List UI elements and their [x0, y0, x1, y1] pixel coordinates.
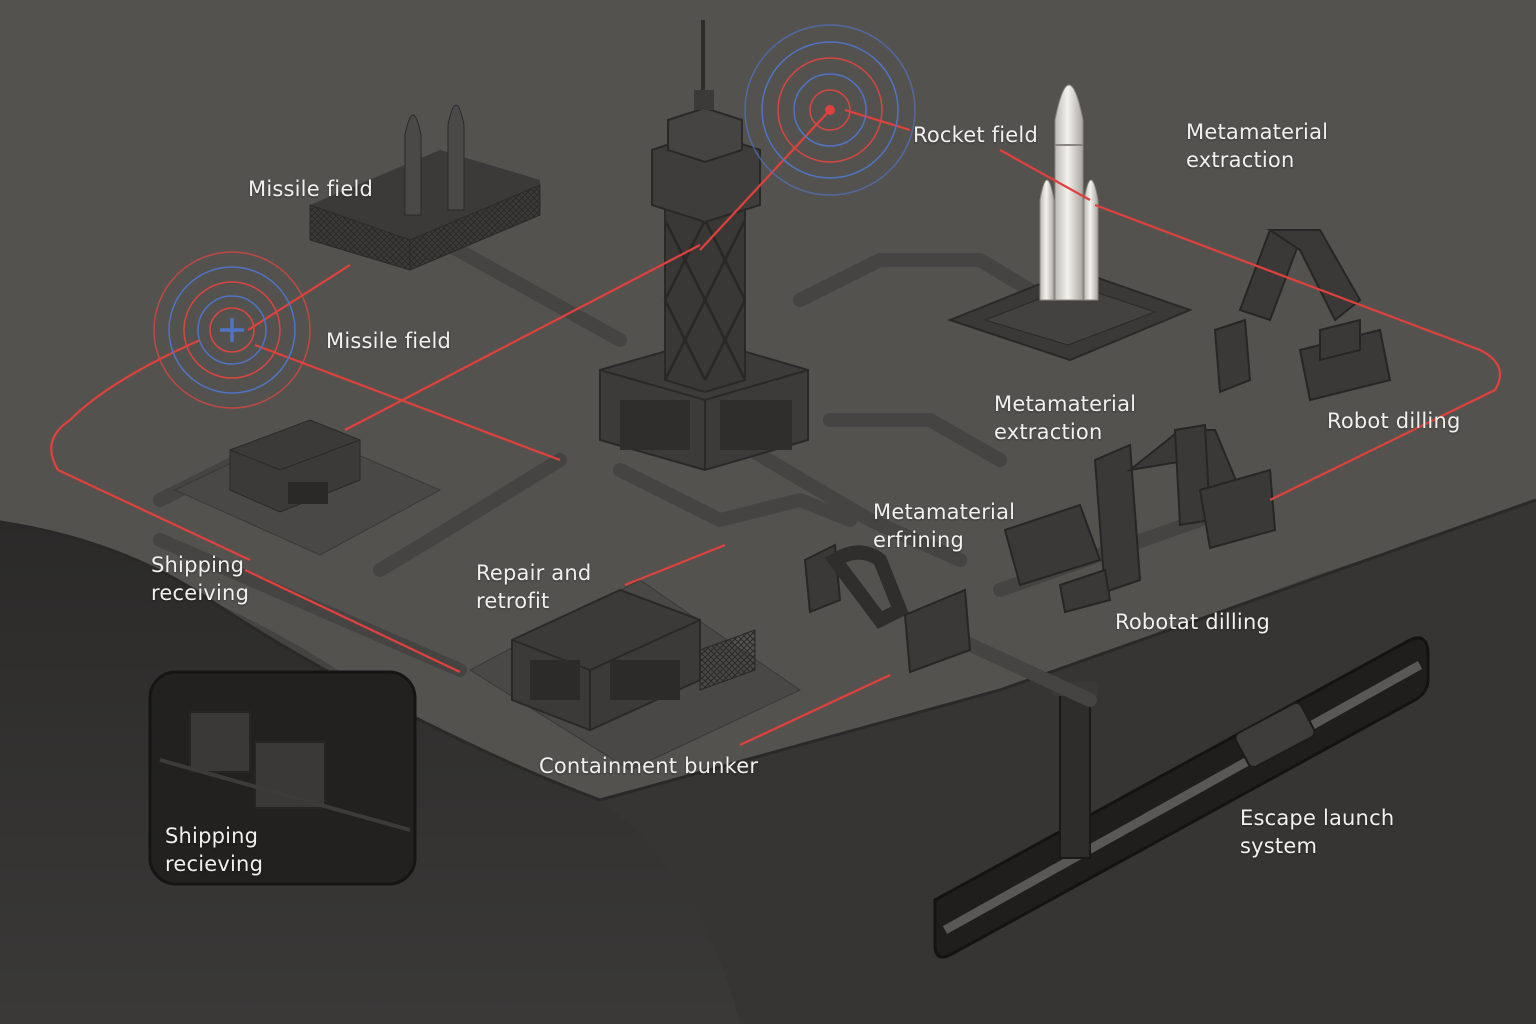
rocket	[1039, 84, 1099, 301]
label-robotat-dilling: Robotat dilling	[1115, 610, 1270, 634]
label-robot-dilling: Robot dilling	[1327, 409, 1461, 433]
route-lines	[50, 108, 1502, 746]
escape-launch-tunnel	[933, 636, 1430, 959]
shipping-receiving-building	[173, 419, 442, 556]
label-escape-launch-system: Escape launch system	[1240, 806, 1395, 858]
label-metamaterial-extraction-mid: Metamaterial extraction	[994, 392, 1137, 444]
label-metamaterial-extraction-top: Metamaterial extraction	[1186, 120, 1329, 172]
label-repair-and-retrofit: Repair and retrofit	[476, 561, 592, 613]
label-shipping-receiving: Shipping receiving	[151, 553, 250, 605]
radar-crosshair-icon	[153, 251, 311, 409]
rocket-launch-pad	[947, 268, 1193, 362]
label-containment-bunker: Containment bunker	[539, 754, 759, 778]
missile-field-structure	[309, 104, 541, 271]
label-missile-field-mid: Missile field	[326, 329, 452, 353]
repair-retrofit-building	[468, 579, 802, 771]
label-missile-field-top: Missile field	[248, 177, 374, 201]
label-shipping-recieving-underground: Shipping recieving	[165, 824, 264, 876]
robot-drilling-arm-small	[1003, 423, 1277, 614]
metamaterial-refining-plant	[803, 543, 972, 674]
label-rocket-field: Rocket field	[913, 123, 1038, 147]
radar-target-icon	[744, 24, 916, 196]
control-tower	[599, 20, 809, 472]
label-metamaterial-erfrining: Metamaterial erfrining	[873, 500, 1016, 552]
underground-shipping-tunnel	[148, 670, 417, 886]
